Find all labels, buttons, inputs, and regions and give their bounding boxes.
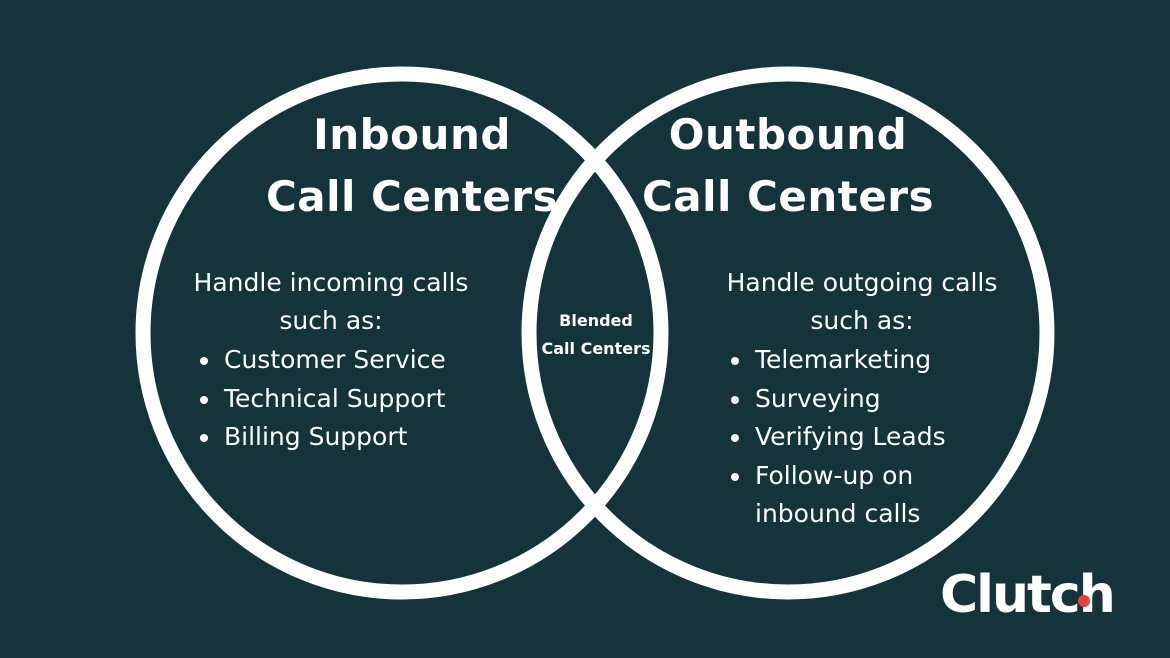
inbound-title-line2: Call Centers <box>265 172 559 221</box>
list-item: Technical Support <box>198 380 446 419</box>
outbound-list: Telemarketing Surveying Verifying Leads … <box>729 341 946 534</box>
list-item-label: Surveying <box>755 383 881 413</box>
logo-dot-icon <box>1078 595 1090 607</box>
blended-label-line1: Blended <box>559 311 633 330</box>
list-item: Customer Service <box>198 341 446 380</box>
list-item-label: Follow-up on <box>755 460 914 490</box>
inbound-title: Inbound Call Centers <box>262 104 562 228</box>
blended-label: Blended Call Centers <box>521 307 671 363</box>
inbound-circle <box>135 66 669 600</box>
list-item-label: Verifying Leads <box>755 422 946 451</box>
outbound-title-line2: Call Centers <box>641 172 935 221</box>
list-item: Telemarketing <box>729 341 946 380</box>
outbound-circle <box>521 66 1055 600</box>
list-item-label: Technical Support <box>224 383 446 413</box>
logo-text: Clutch <box>940 565 1116 625</box>
list-item: Verifying Leads <box>729 418 946 457</box>
list-item-label: Billing Support <box>224 422 408 451</box>
inbound-list: Customer Service Technical Support Billi… <box>198 341 446 457</box>
outbound-description-line2: such as: <box>810 306 914 335</box>
inbound-description-line2: such as: <box>279 306 383 335</box>
list-item-label: Telemarketing <box>755 345 932 374</box>
list-item: Surveying <box>729 380 946 419</box>
inbound-title-line1: Inbound <box>313 110 511 159</box>
list-item-label: Customer Service <box>224 345 446 374</box>
inbound-description-line1: Handle incoming calls <box>193 268 469 297</box>
outbound-title-line1: Outbound <box>668 110 908 159</box>
list-item: Follow-up on inbound calls <box>729 457 946 534</box>
list-item-label-continued: inbound calls <box>755 499 921 528</box>
outbound-description: Handle outgoing calls such as: <box>702 264 1022 340</box>
clutch-logo: Clutch <box>940 562 1120 632</box>
inbound-description: Handle incoming calls such as: <box>171 264 491 340</box>
blended-label-line2: Call Centers <box>541 339 651 358</box>
outbound-title: Outbound Call Centers <box>628 104 948 228</box>
list-item: Billing Support <box>198 418 446 457</box>
outbound-description-line1: Handle outgoing calls <box>726 268 998 297</box>
